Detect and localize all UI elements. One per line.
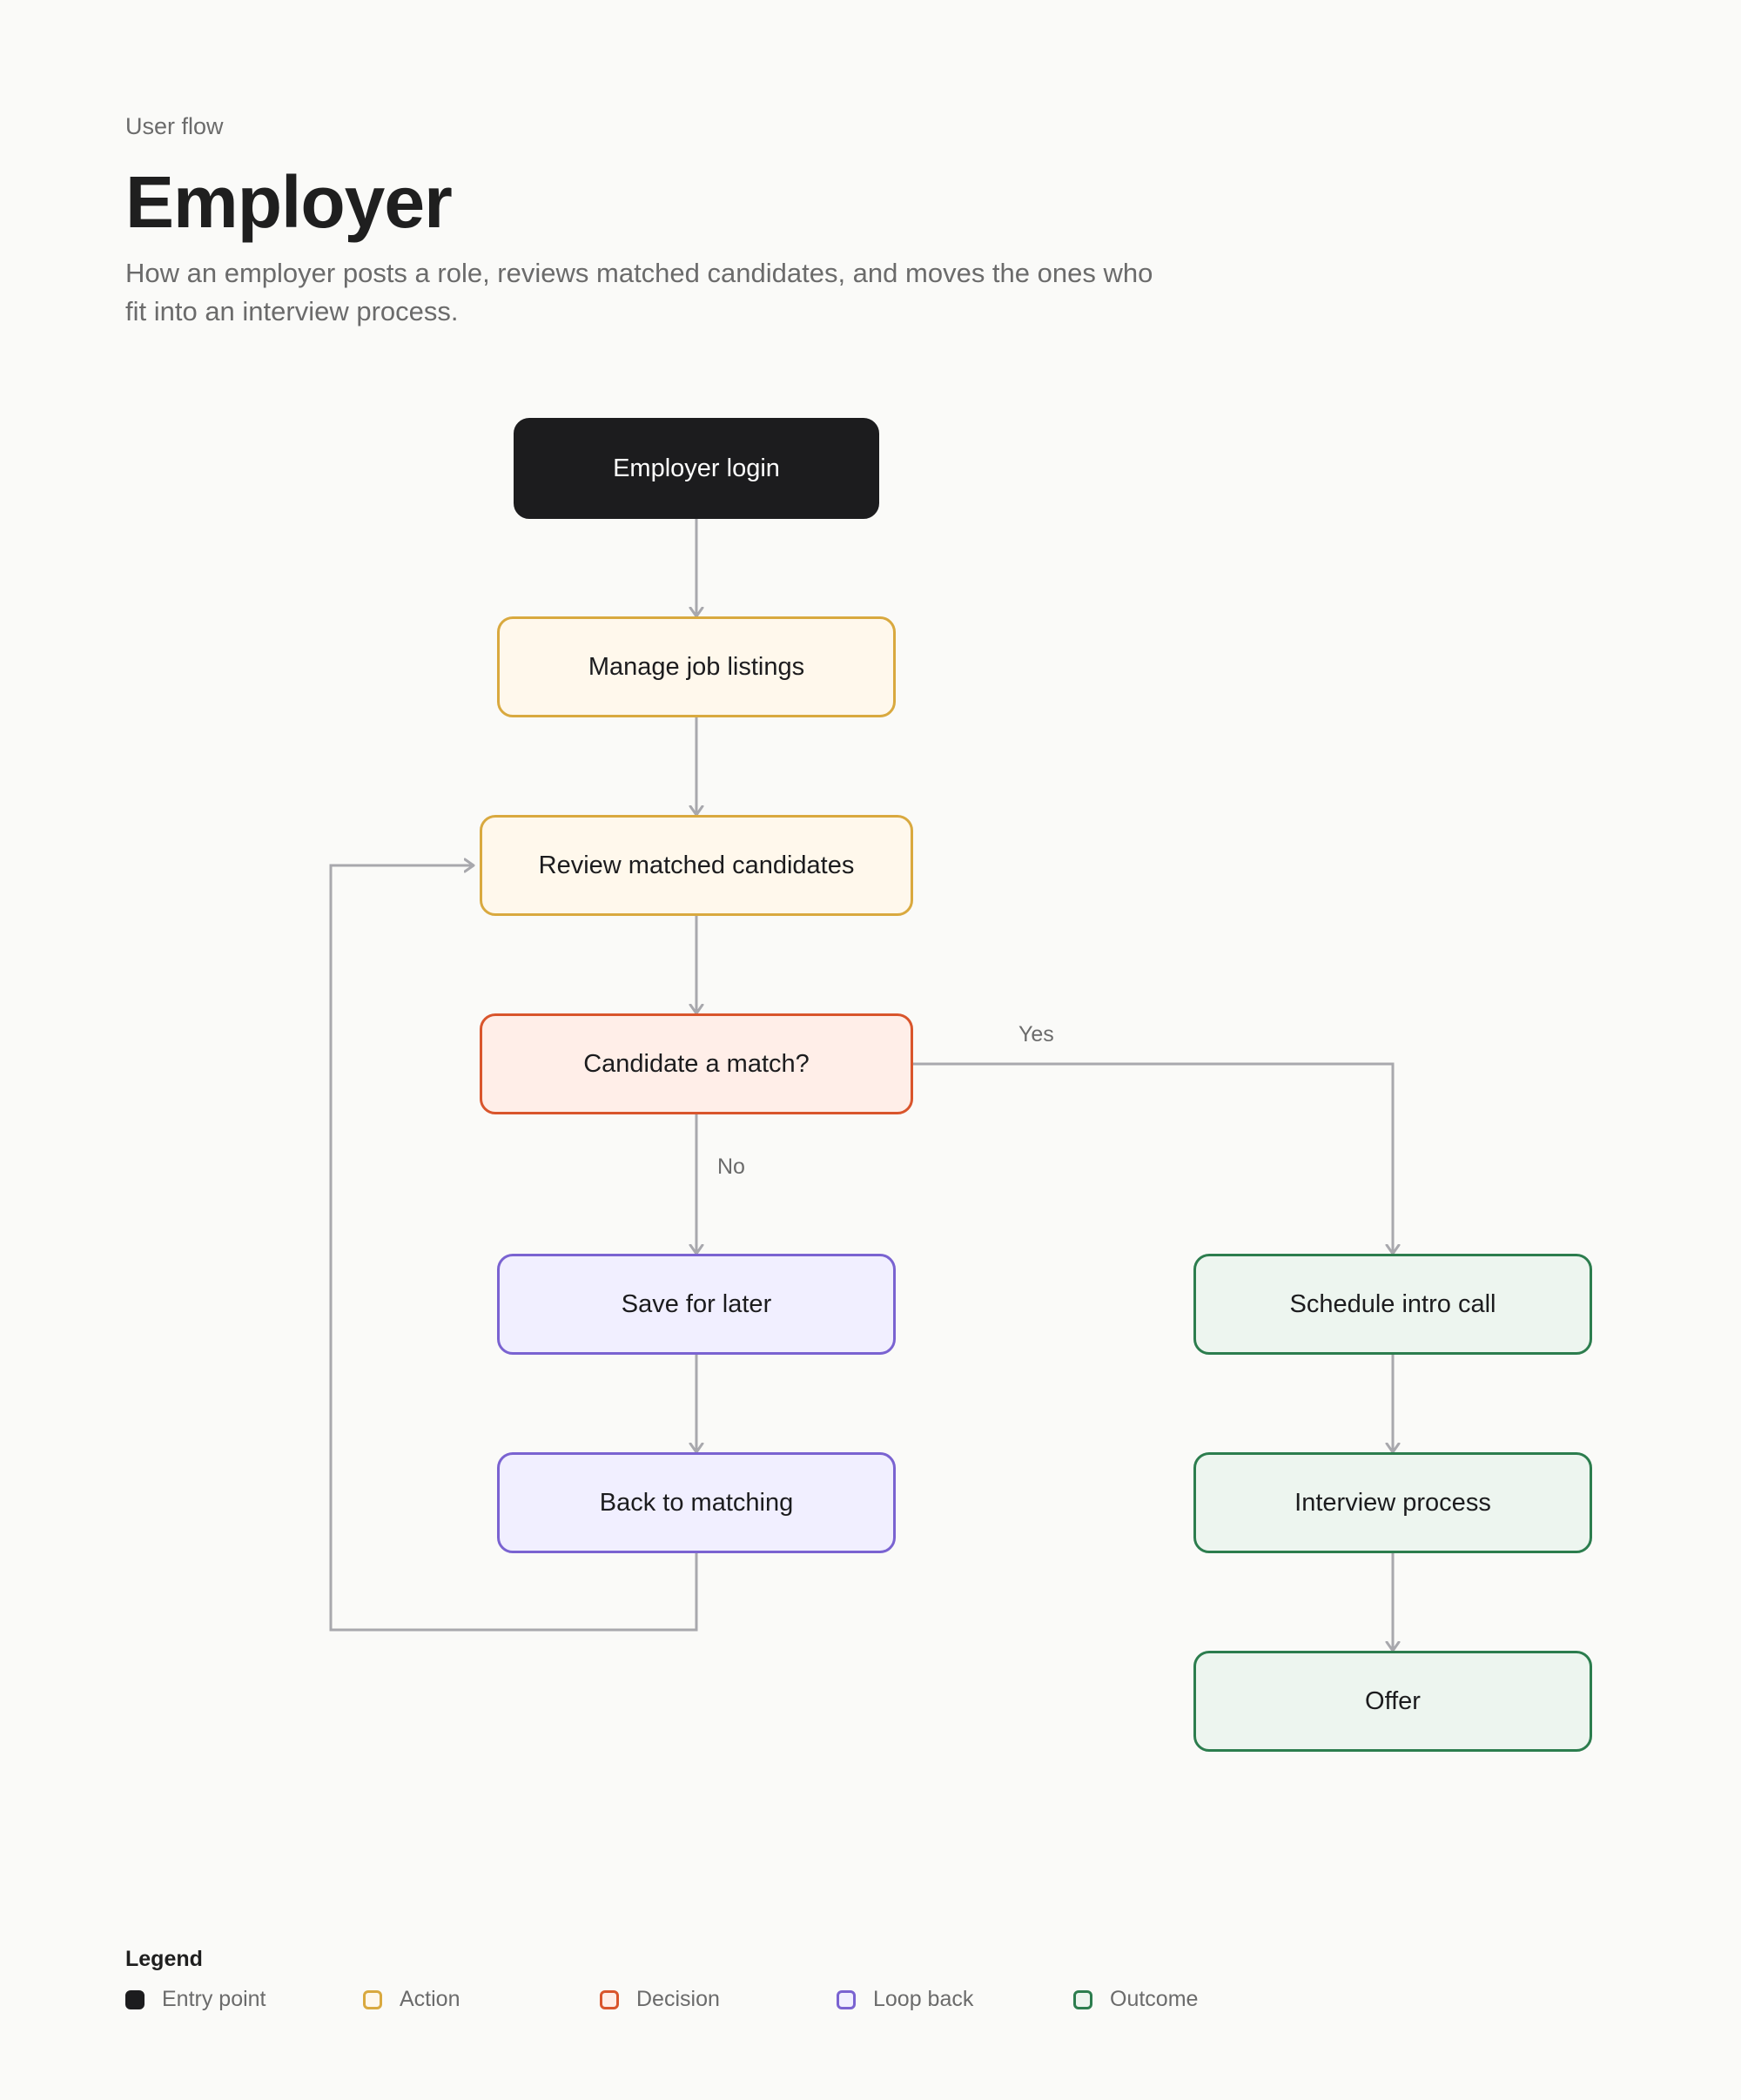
legend-item-entry: Entry point [125, 1987, 266, 2012]
legend-label: Decision [636, 1987, 720, 2011]
node-back-to-matching: Back to matching [497, 1452, 896, 1553]
edge-back-to-review [329, 865, 698, 1632]
entry-swatch-icon [125, 1989, 145, 2009]
node-interview-process: Interview process [1193, 1452, 1592, 1553]
legend-item-decision: Decision [600, 1987, 720, 2012]
node-schedule-intro-call: Schedule intro call [1193, 1254, 1592, 1355]
page-title: Employer [125, 161, 453, 243]
action-swatch-icon [363, 1989, 382, 2009]
node-offer: Offer [1193, 1651, 1592, 1752]
node-manage-job-listings: Manage job listings [497, 616, 896, 717]
node-save-for-later: Save for later [497, 1254, 896, 1355]
edge-label-yes: Yes [1018, 1022, 1054, 1047]
eyebrow-label: User flow [125, 113, 224, 139]
page-description: How an employer posts a role, reviews ma… [125, 258, 1153, 326]
legend-label: Entry point [162, 1987, 266, 2011]
legend-label: Outcome [1110, 1987, 1199, 2011]
legend-item-outcome: Outcome [1073, 1987, 1198, 2012]
node-review-matched-candidates: Review matched candidates [480, 815, 913, 916]
legend-label: Loop back [873, 1987, 974, 2011]
loop-swatch-icon [837, 1989, 856, 2009]
node-candidate-a-match: Candidate a match? [480, 1013, 913, 1114]
decision-swatch-icon [600, 1989, 619, 2009]
legend-title: Legend [125, 1947, 203, 1971]
outcome-swatch-icon [1073, 1989, 1092, 2009]
legend-item-action: Action [363, 1987, 460, 2012]
node-employer-login: Employer login [514, 418, 879, 519]
edge-decision-to-schedule [913, 1062, 1393, 1254]
edge-label-no: No [717, 1154, 745, 1179]
legend-item-loop: Loop back [837, 1987, 973, 2012]
legend-label: Action [400, 1987, 460, 2011]
